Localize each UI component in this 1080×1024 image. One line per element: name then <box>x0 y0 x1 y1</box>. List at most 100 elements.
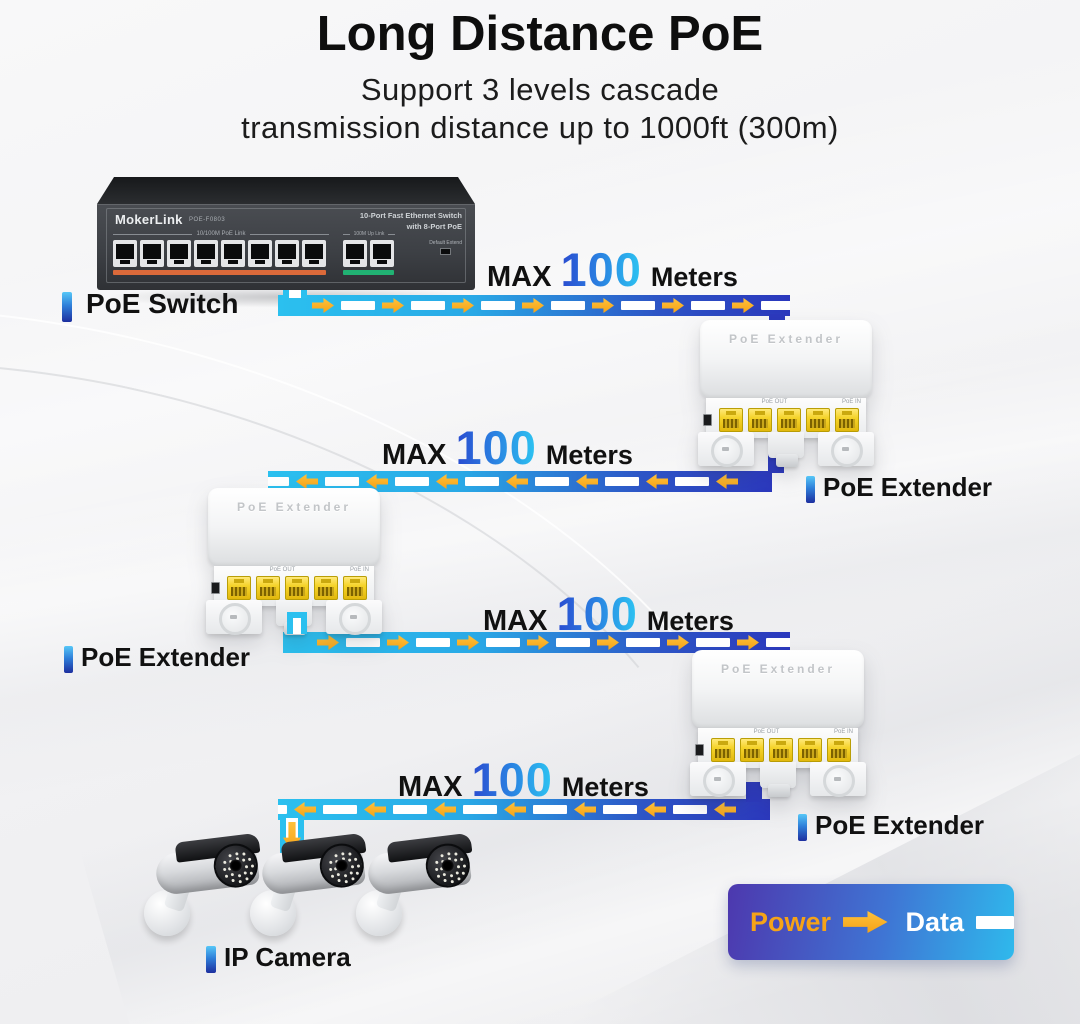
rj45-poe-port <box>285 576 309 600</box>
lens-center <box>441 858 455 873</box>
data-dash-icon <box>463 805 497 814</box>
mode-switch: Default Extend <box>429 240 462 255</box>
data-dash-icon <box>346 638 380 647</box>
data-dash-icon <box>556 638 590 647</box>
data-dash-icon <box>535 477 569 486</box>
data-dash-icon <box>673 805 707 814</box>
data-dash-icon <box>603 805 637 814</box>
rj45-poe-port <box>777 408 801 432</box>
max-text: MAX <box>483 605 548 637</box>
data-dash-icon <box>465 477 499 486</box>
data-dash-icon <box>533 805 567 814</box>
extender-mount-ear <box>810 762 866 797</box>
rj45-port <box>248 240 272 267</box>
subtitle-line-1: Support 3 levels cascade <box>360 72 720 107</box>
power-arrow-icon <box>592 298 614 313</box>
power-arrow-icon <box>296 474 318 489</box>
ir-led-dot <box>439 854 444 858</box>
poe-switch-device: MokerLink POE-F0803 10-Port Fast Etherne… <box>97 204 475 290</box>
poe-switch-top <box>97 177 475 204</box>
power-arrow-icon <box>646 474 668 489</box>
power-arrow-icon <box>737 635 759 650</box>
power-arrow-icon <box>843 911 888 933</box>
extender-cover: PoE Extender <box>700 320 872 398</box>
power-arrow-icon <box>366 474 388 489</box>
switch-desc-line-1: 10-Port Fast Ethernet Switch <box>359 211 462 220</box>
max-text: MAX <box>487 261 552 293</box>
rj45-poe-port <box>227 576 251 600</box>
ir-led-dot <box>461 871 465 875</box>
switch-uplink-ports <box>343 240 394 267</box>
ir-led-dot <box>446 851 450 856</box>
power-arrow-icon <box>312 298 334 313</box>
legend-data-label: Data <box>905 906 965 937</box>
extender-mount-ear <box>818 432 874 467</box>
extender-port-labels: PoE OUT PoE IN <box>224 567 369 573</box>
poe-extender-label-1: PoE Extender <box>823 472 993 502</box>
poe-in-label: PoE IN <box>841 399 861 405</box>
camera-body <box>365 832 475 898</box>
max-unit: Meters <box>561 772 649 802</box>
poe-ports-color-bar <box>113 270 326 275</box>
mode-toggle-icon <box>440 248 452 255</box>
mode-labels: Default Extend <box>429 240 462 246</box>
rj45-poe-port <box>806 408 830 432</box>
subtitle-line-2: transmission distance up to 1000ft (300m… <box>241 110 839 145</box>
label-accent-bar <box>806 476 815 503</box>
ir-led-dot <box>456 864 461 868</box>
extender-face-text: PoE Extender <box>720 662 836 676</box>
rj45-poe-port <box>748 408 772 432</box>
extender-cover: PoE Extender <box>208 488 380 566</box>
ir-led-dot <box>453 858 457 863</box>
extender-mount-ear <box>206 600 262 635</box>
max-value: 100 <box>556 587 638 640</box>
rj45-port <box>194 240 218 267</box>
power-arrow-icon <box>436 474 458 489</box>
extender-port-labels: PoE OUT PoE IN <box>708 729 853 735</box>
poe-switch-label: PoE Switch <box>86 288 239 319</box>
rj45-poe-port <box>827 738 851 762</box>
data-dash-icon <box>486 638 520 647</box>
max-unit: Meters <box>545 440 633 470</box>
power-arrow-icon <box>576 474 598 489</box>
label-accent-bar <box>206 946 216 973</box>
switch-description: 10-Port Fast Ethernet Switch with 8-Port… <box>360 211 462 233</box>
cable-connector <box>746 782 762 802</box>
ip-camera-device <box>246 832 368 940</box>
ir-led-dot <box>225 874 229 878</box>
extender-ports <box>227 576 367 600</box>
data-dash-icon <box>411 301 445 310</box>
cable-segment-1 <box>278 295 790 316</box>
rj45-poe-port <box>769 738 793 762</box>
data-dash-icon <box>416 638 450 647</box>
data-dash-icon <box>551 301 585 310</box>
switch-brand: MokerLink <box>115 212 183 227</box>
distance-label-1: MAX 100 Meters <box>487 242 738 297</box>
cable-segment-3 <box>283 632 790 653</box>
rj45-poe-port <box>256 576 280 600</box>
mode-label-default: Default <box>429 240 446 246</box>
cable-segment-2 <box>268 471 772 492</box>
switch-desc-line-2: with 8-Port PoE <box>406 221 462 231</box>
extender-mount-ear <box>698 432 754 467</box>
max-unit: Meters <box>650 262 738 292</box>
poe-extender-device-2: PoE Extender PoE OUT PoE IN <box>206 488 382 635</box>
power-arrow-icon <box>382 298 404 313</box>
data-dash-icon <box>696 638 730 647</box>
ir-led-dot <box>331 874 335 878</box>
rj45-uplink-port <box>370 240 394 267</box>
legend-power-label: Power <box>750 906 832 937</box>
switch-panel-outline <box>106 208 466 283</box>
distance-label-3: MAX 100 Meters <box>483 586 734 641</box>
rj45-port <box>140 240 164 267</box>
rj45-poe-port <box>798 738 822 762</box>
ir-led-dot <box>336 878 341 882</box>
extender-ports <box>719 408 859 432</box>
rj45-port <box>302 240 326 267</box>
ir-led-dot <box>449 874 453 878</box>
extender-mount-tab <box>760 762 796 788</box>
data-dash-icon <box>393 805 427 814</box>
poe-extender-label-3: PoE Extender <box>815 810 985 840</box>
ir-led-dot <box>437 874 441 878</box>
